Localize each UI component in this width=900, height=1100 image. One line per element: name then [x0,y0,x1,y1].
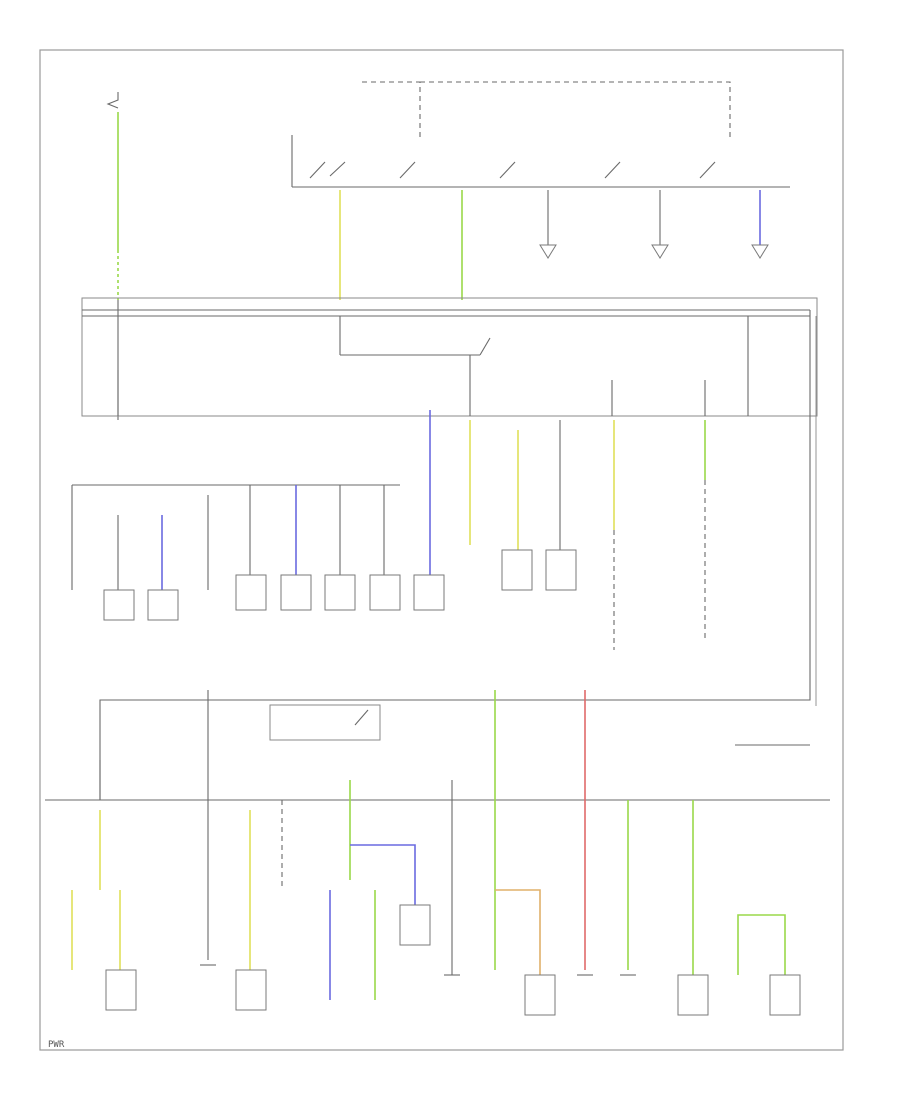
feed-wire-left [106,92,119,420]
mid-components [103,549,577,621]
diagram-code: PWR [48,1040,65,1050]
bottom-components [105,904,801,1016]
bottom-wires [71,690,786,1000]
ignition-switch-assembly [291,81,790,188]
upper-fuse-box [81,297,818,417]
mid-wires [71,410,706,650]
lower-relay-box [45,704,830,801]
switch-output-wires [339,190,769,300]
diagram-frame [39,49,844,1051]
right-bus-wires [99,310,817,800]
